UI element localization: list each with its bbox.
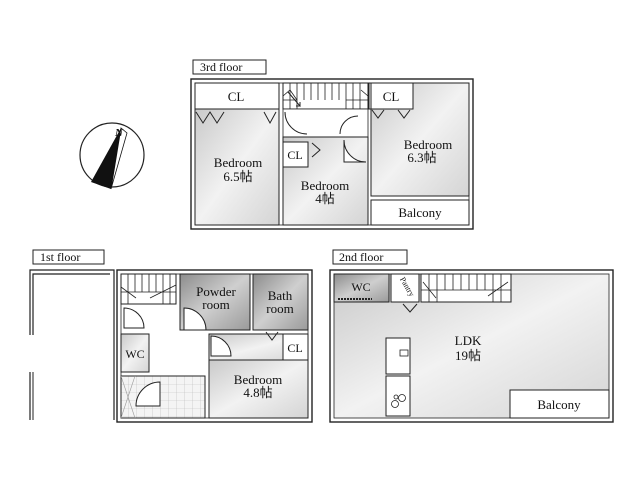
staircase-icon [282, 82, 369, 110]
first-floor-plan: 1st floor Powder room Bat [29, 249, 313, 423]
room-name: room [202, 297, 229, 312]
cl-label: CL [287, 148, 302, 162]
bedroom-6-5-room [194, 108, 280, 226]
room-size: 6.3帖 [407, 150, 436, 165]
bath-room [252, 273, 309, 331]
wc-room-1f [120, 333, 150, 373]
bedroom-4-8-room [208, 359, 309, 419]
room-name: Bedroom [404, 137, 452, 152]
cl-label: CL [287, 341, 302, 355]
entrance-floor [120, 375, 206, 419]
first-floor-label: 1st floor [40, 250, 80, 264]
room-name: Bedroom [301, 178, 349, 193]
room-size: 19帖 [455, 348, 481, 363]
balcony-label: Balcony [398, 205, 442, 220]
room-name: WC [351, 280, 370, 294]
staircase-icon [120, 273, 177, 305]
room-name: Bath [268, 288, 293, 303]
room-size: 4帖 [315, 191, 335, 206]
second-floor-plan: 2nd floor WC Pantry LDK 19帖 Balcony [329, 249, 614, 423]
wc-room-2f [333, 273, 390, 303]
north-arrow-icon: N [79, 122, 145, 190]
third-floor-plan: 3rd floor [190, 59, 474, 230]
balcony-3rd [370, 199, 470, 226]
room-size: 4.8帖 [243, 385, 272, 400]
staircase-icon [420, 273, 512, 303]
room-name: room [266, 301, 293, 316]
room-name: Powder [196, 284, 236, 299]
room-name: Bedroom [234, 372, 282, 387]
third-floor-label: 3rd floor [200, 60, 242, 74]
compass-label: N [114, 127, 124, 139]
second-floor-label: 2nd floor [339, 250, 383, 264]
balcony-label: Balcony [537, 397, 581, 412]
room-name: WC [125, 347, 144, 361]
cl-label: CL [228, 89, 245, 104]
room-name: LDK [455, 333, 482, 348]
cl-label: CL [383, 89, 400, 104]
room-size: 6.5帖 [223, 169, 252, 184]
balcony-2nd [509, 389, 610, 419]
room-name: Bedroom [214, 155, 262, 170]
